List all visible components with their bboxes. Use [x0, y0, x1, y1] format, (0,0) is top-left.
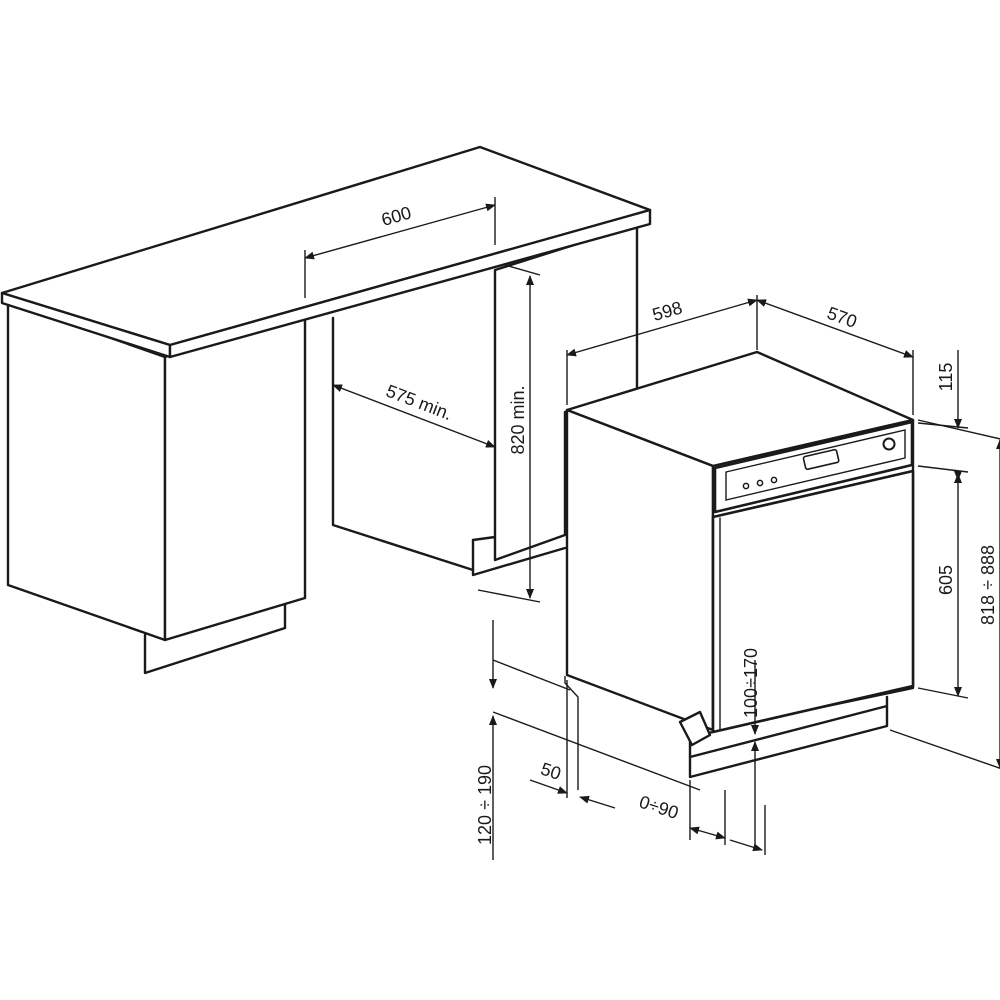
label-recess-height: 820 min. — [508, 385, 528, 454]
plinth-bracket — [678, 710, 712, 747]
label-plinth-height: 120 ÷ 190 — [475, 765, 495, 845]
dishwasher-side — [565, 408, 715, 732]
label-door-panel-height: 605 — [936, 565, 956, 595]
dishwasher — [565, 350, 915, 779]
left-cabinet-plinth — [143, 603, 287, 675]
label-appliance-depth: 570 — [825, 303, 860, 332]
right-cabinet-plinth — [471, 538, 567, 577]
control-button-1 — [742, 482, 750, 490]
plinth-reference — [564, 676, 579, 790]
kitchen-cabinet — [0, 145, 652, 675]
label-panel-top: 115 — [936, 363, 956, 392]
plinth — [688, 704, 889, 779]
label-plinth-adjust: 0÷90 — [637, 792, 681, 823]
power-knob — [882, 437, 896, 451]
control-panel-inner — [725, 429, 906, 501]
left-cabinet-front — [6, 300, 167, 642]
dimension-lines — [304, 197, 1000, 860]
control-button-2 — [756, 479, 764, 487]
left-cabinet-side — [163, 303, 307, 642]
door-panel — [711, 469, 915, 734]
label-plinth-depth: 50 — [538, 759, 563, 784]
display-window — [802, 448, 840, 471]
label-appliance-width: 598 — [650, 297, 684, 325]
recess-back-wall — [331, 316, 475, 572]
label-total-height: 818 ÷ 888 — [978, 545, 998, 625]
label-door-offset: 100÷170 — [741, 648, 761, 718]
control-button-3 — [770, 476, 778, 484]
